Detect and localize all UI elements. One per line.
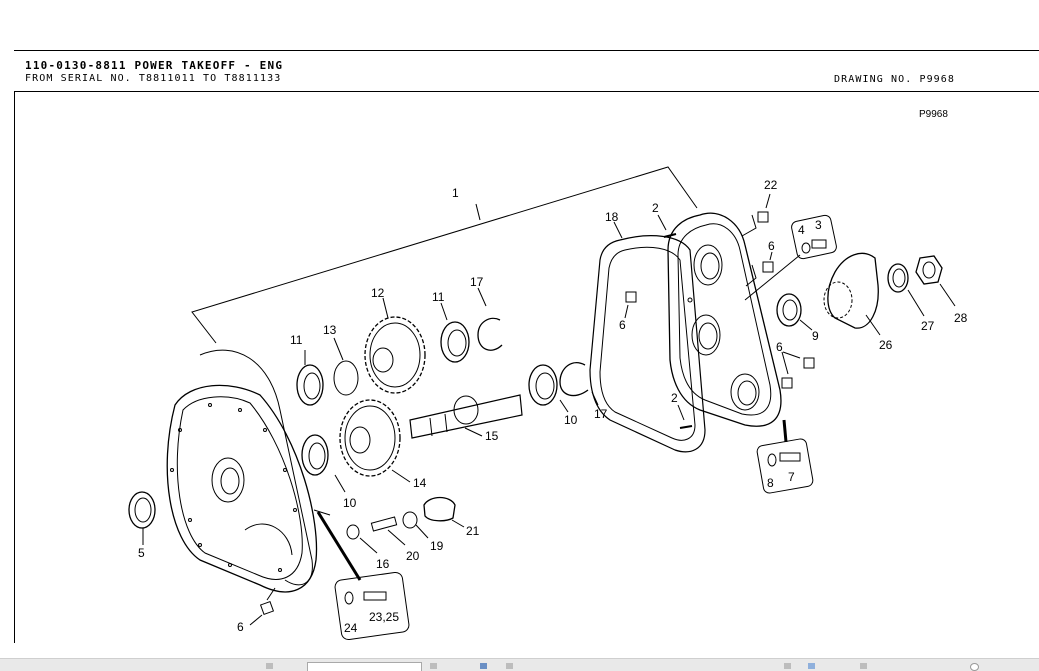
callout-10-left: 10 [343, 496, 357, 510]
callout-10-right: 10 [564, 413, 578, 427]
callout-2-upper: 2 [652, 201, 659, 215]
callout-2-lower: 2 [671, 391, 678, 405]
callout-23-25: 23,25 [369, 610, 399, 624]
fit-page-icon[interactable] [480, 663, 487, 669]
callout-13: 13 [323, 323, 337, 337]
front-housing-plate [667, 212, 782, 427]
callout-19: 19 [430, 539, 444, 553]
continuous-page-icon[interactable] [808, 663, 815, 669]
sheet-left-border [14, 91, 15, 643]
callout-12: 12 [371, 286, 385, 300]
callout-15: 15 [485, 429, 499, 443]
callout-11-left: 11 [290, 333, 303, 347]
next-icon[interactable] [430, 663, 437, 669]
callout-17-upper: 17 [470, 275, 484, 289]
bearing-10-left [301, 434, 346, 493]
seal-9 [776, 293, 813, 331]
seal-5 [128, 491, 156, 529]
page-title: 110-0130-8811 POWER TAKEOFF - ENG [25, 59, 284, 72]
drawing-code: P9968 [919, 109, 948, 120]
callout-7: 7 [788, 470, 795, 484]
detail-box-3-4 [744, 214, 837, 301]
snap-ring-17-lower [559, 362, 599, 406]
prev-icon[interactable] [266, 663, 273, 669]
callout-16: 16 [376, 557, 390, 571]
washer-27 [887, 263, 925, 317]
dowel-pin-2-upper [657, 214, 677, 238]
assembly-bracket [191, 166, 698, 344]
shaft-15 [409, 394, 523, 439]
callout-18: 18 [605, 210, 619, 224]
header-top-rule [14, 50, 1039, 51]
cap-21 [423, 496, 465, 528]
gasket-18 [589, 221, 706, 453]
callout-26: 26 [879, 338, 893, 352]
bearing-11-right [440, 302, 470, 363]
drawing-number: DRAWING NO. P9968 [834, 74, 956, 85]
callout-9: 9 [812, 329, 819, 343]
callout-5: 5 [138, 546, 145, 560]
rear-housing [166, 349, 318, 593]
viewer-toolbar [0, 658, 1039, 671]
detail-box-7-8 [756, 419, 814, 494]
callout-21: 21 [466, 524, 480, 538]
fitting-16 [346, 524, 378, 554]
bolt-6-mid [624, 291, 637, 319]
serial-range: FROM SERIAL NO. T8811011 TO T8811133 [25, 73, 282, 84]
callout-1: 1 [452, 186, 459, 200]
bearing-10-right [528, 364, 569, 413]
callout-11-right: 11 [432, 290, 445, 304]
spring-20 [370, 516, 406, 546]
snap-ring-17-upper [477, 287, 503, 351]
callout-4: 4 [798, 223, 805, 237]
gear-14 [339, 399, 411, 483]
page-input[interactable] [307, 662, 422, 671]
dowel-pin-2-lower [677, 404, 693, 429]
bearing-11-left [296, 350, 324, 406]
bolt-6-lower-right [781, 351, 815, 389]
callout-6-right: 6 [768, 239, 775, 253]
callout-22: 22 [764, 178, 778, 192]
callout-24: 24 [344, 621, 358, 635]
callout-28: 28 [954, 311, 968, 325]
callout-6-bottom: 6 [237, 620, 244, 634]
gear-12 [364, 297, 426, 394]
flange-26 [823, 252, 881, 336]
callout-20: 20 [406, 549, 420, 563]
bolt-6-bottom [259, 587, 276, 616]
bolt-6-right [745, 251, 774, 287]
spacer-13 [333, 337, 359, 396]
callout-14: 14 [413, 476, 427, 490]
bolt-22 [741, 193, 771, 237]
zoom-icon[interactable] [506, 663, 513, 669]
callout-6-mid: 6 [619, 318, 626, 332]
callout-27: 27 [921, 319, 935, 333]
callout-3: 3 [815, 218, 822, 232]
plunger-19 [402, 511, 429, 539]
callout-8: 8 [767, 476, 774, 490]
header-bottom-rule [14, 91, 1039, 92]
nut-28 [915, 255, 956, 307]
grid-view-icon[interactable] [860, 663, 867, 669]
callout-17-lower: 17 [594, 407, 608, 421]
callout-6-lower-right: 6 [776, 340, 783, 354]
detail-box-23-24-25 [313, 509, 410, 641]
single-page-icon[interactable] [784, 663, 791, 669]
